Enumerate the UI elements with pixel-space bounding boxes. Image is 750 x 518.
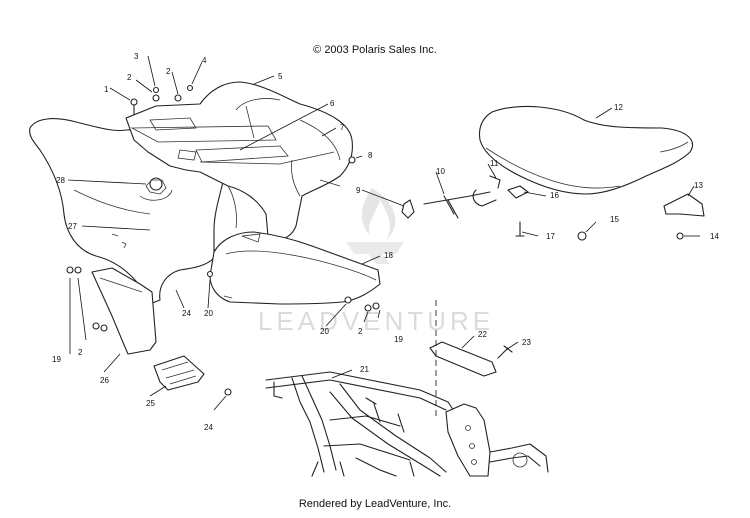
callout-7: 7 [340, 123, 345, 132]
callout-26: 26 [100, 376, 109, 385]
callout-10: 10 [436, 167, 445, 176]
callout-13: 13 [694, 181, 703, 190]
callout-6: 6 [330, 99, 335, 108]
leadventure-watermark: LEADVENTURE [258, 188, 494, 336]
callout-15: 15 [610, 215, 619, 224]
callout-19: 19 [52, 355, 61, 364]
callout-2-b: 2 [166, 67, 171, 76]
leader-lines [67, 55, 700, 420]
callout-2-d: 2 [358, 327, 363, 336]
vehicle-frame [265, 371, 549, 477]
callout-18: 18 [384, 251, 393, 260]
seat [478, 105, 693, 195]
callout-9: 9 [356, 186, 361, 195]
callout-4: 4 [202, 56, 207, 65]
callout-28: 28 [56, 176, 65, 185]
seat-latch-assembly [401, 175, 529, 237]
callout-17: 17 [546, 232, 555, 241]
callout-23: 23 [522, 338, 531, 347]
callout-19-b: 19 [394, 335, 403, 344]
copyright-text: © 2003 Polaris Sales Inc. [313, 44, 437, 56]
watermark-text: LEADVENTURE [258, 306, 494, 336]
callout-3: 3 [134, 52, 139, 61]
callout-20: 20 [204, 309, 213, 318]
callout-12: 12 [614, 103, 623, 112]
callout-27: 27 [68, 222, 77, 231]
callout-11: 11 [490, 159, 499, 168]
rear-rack-body [125, 81, 353, 241]
callout-8: 8 [368, 151, 373, 160]
callout-2: 2 [127, 73, 132, 82]
callout-1: 1 [104, 85, 109, 94]
callout-14: 14 [710, 232, 719, 241]
seat-latch-bracket [663, 193, 705, 217]
mud-flap [91, 267, 157, 355]
brace-plate [429, 341, 513, 377]
callout-2-c: 2 [78, 348, 83, 357]
fasteners [66, 84, 684, 396]
side-panel [209, 231, 381, 305]
footer-credit: Rendered by LeadVenture, Inc. [298, 498, 452, 510]
callout-24: 24 [182, 309, 191, 318]
footrest-bracket [153, 355, 205, 391]
callout-24-b: 24 [204, 423, 213, 432]
callout-22: 22 [478, 330, 487, 339]
callout-16: 16 [550, 191, 559, 200]
callout-numbers: 1 2 3 2 4 5 6 7 8 9 10 11 12 13 14 15 16… [52, 52, 719, 432]
callout-21: 21 [360, 365, 369, 374]
callout-25: 25 [146, 399, 155, 408]
callout-20-b: 20 [320, 327, 329, 336]
callout-5: 5 [278, 72, 283, 81]
